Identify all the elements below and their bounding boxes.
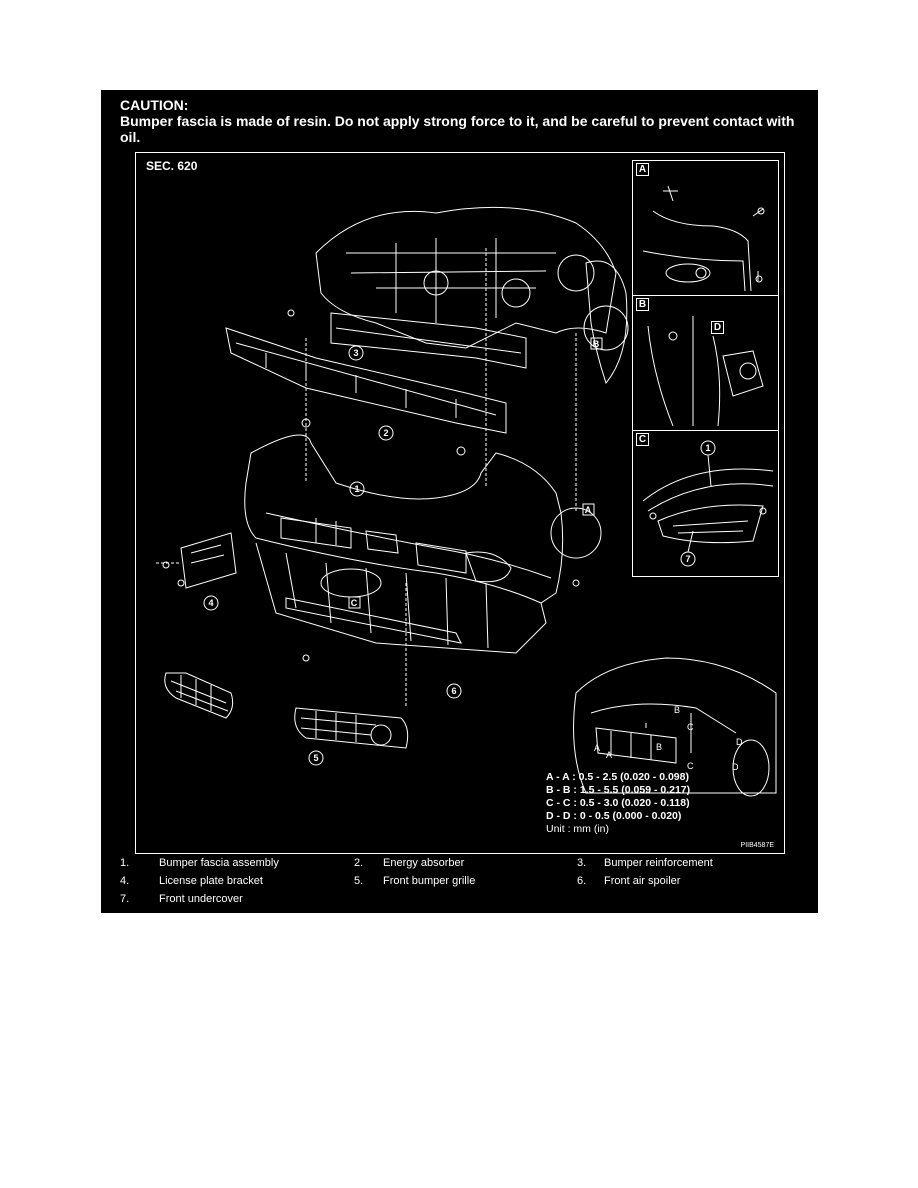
legend-label-7: Front undercover (159, 893, 243, 905)
callout-5: 5 (313, 753, 318, 763)
gap-letter-d2: D (732, 762, 739, 772)
inset-c-callout-1: 1 (705, 443, 710, 453)
caution-block: CAUTION: Bumper fascia is made of resin.… (120, 97, 810, 145)
clearance-d: D - D : 0 - 0.5 (0.000 - 0.020) (546, 810, 682, 822)
legend-num-1: 1. (120, 857, 130, 869)
gap-letter-a1: A (594, 743, 600, 753)
legend-num-6: 6. (577, 875, 587, 887)
fastener-clips (162, 289, 640, 662)
callout-2: 2 (383, 428, 388, 438)
detail-circle-c (320, 568, 382, 598)
energy-absorber (225, 327, 507, 434)
inset-b: B D (632, 295, 779, 432)
legend-label-6: Front air spoiler (604, 875, 681, 887)
front-air-spoiler (285, 597, 462, 644)
detail-tag-c: C (351, 598, 358, 608)
inset-b-drawing (647, 316, 764, 427)
exploded-view-frame: 1 2 3 4 5 6 B A C A A B (135, 152, 785, 854)
legend-num-2: 2. (354, 857, 364, 869)
caution-title: CAUTION: (120, 97, 189, 113)
car-perspective-view (573, 657, 777, 797)
clearance-a: A - A : 0.5 - 2.5 (0.020 - 0.098) (546, 771, 689, 783)
inset-c-drawing: 1 7 (642, 440, 774, 567)
legend-label-5: Front bumper grille (383, 875, 476, 887)
legend-num-5: 5. (354, 875, 364, 887)
gap-letter-c1: C (687, 722, 694, 732)
radiator-core-support (315, 206, 617, 349)
caution-text: Bumper fascia is made of resin. Do not a… (120, 113, 795, 145)
inset-d-label: D (711, 321, 724, 334)
detail-circle-a (550, 507, 602, 559)
callout-3: 3 (353, 348, 358, 358)
gap-letter-b2: B (656, 742, 662, 752)
legend-num-4: 4. (120, 875, 130, 887)
legend-label-3: Bumper reinforcement (604, 857, 713, 869)
callout-4: 4 (208, 598, 213, 608)
gap-letter-a2: A (606, 750, 612, 760)
legend-num-3: 3. (577, 857, 587, 869)
parts-legend: 1. Bumper fascia assembly 2. Energy abso… (101, 852, 818, 913)
gap-letter-c2: C (687, 761, 694, 771)
legend-num-7: 7. (120, 893, 130, 905)
clearance-table: A - A : 0.5 - 2.5 (0.020 - 0.098) B - B … (546, 771, 690, 836)
detail-tag-b: B (593, 339, 600, 349)
inset-c-label: C (636, 433, 649, 446)
inset-a-drawing (642, 185, 765, 292)
exploded-view-drawing: 1 2 3 4 5 6 B A C A A B (156, 206, 777, 797)
detail-tag-a: A (585, 505, 592, 515)
bumper-fascia (244, 434, 564, 604)
figure-code: PIIB4587E (740, 842, 774, 849)
section-number: SEC. 620 (146, 159, 198, 173)
gap-letter-d1: D (736, 737, 743, 747)
diagram-panel: CAUTION: Bumper fascia is made of resin.… (101, 90, 818, 913)
clearance-unit: Unit : mm (in) (546, 823, 609, 835)
inset-c: C 1 7 (632, 430, 779, 577)
clearance-b: B - B : 1.5 - 5.5 (0.059 - 0.217) (546, 784, 691, 796)
callout-6: 6 (451, 686, 456, 696)
legend-label-4: License plate bracket (159, 875, 263, 887)
legend-label-2: Energy absorber (383, 857, 465, 869)
inset-c-callout-7: 7 (685, 554, 690, 564)
inset-a: A (632, 160, 779, 297)
clearance-c: C - C : 0.5 - 3.0 (0.020 - 0.118) (546, 797, 690, 809)
callout-1: 1 (354, 484, 359, 494)
inset-a-label: A (636, 163, 649, 176)
front-bumper-grille (294, 707, 409, 749)
bumper-reinforcement (330, 312, 527, 369)
legend-label-1: Bumper fascia assembly (159, 857, 279, 869)
inset-b-label: B (636, 298, 649, 311)
detail-circle-b (583, 305, 629, 351)
gap-letter-b1: B (674, 705, 680, 715)
license-plate-bracket (180, 532, 237, 589)
